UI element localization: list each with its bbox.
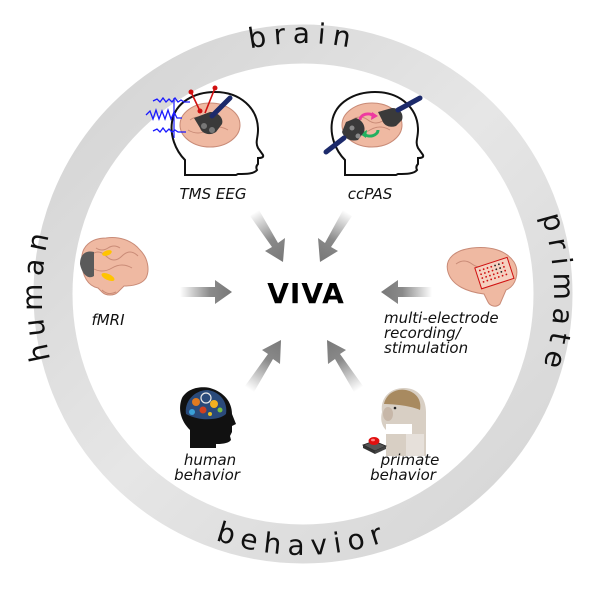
arrow-human-behavior-to-viva	[245, 340, 281, 392]
multi-electrode-label-line2: recording/	[384, 324, 463, 342]
center-title-viva: VIVA	[267, 277, 345, 310]
arrow-multi-electrode-to-viva	[381, 280, 432, 304]
ring-label-brain: brain	[246, 17, 361, 55]
head-tms-eeg-icon	[145, 85, 265, 176]
monkey-button-icon	[361, 388, 426, 456]
human-behavior-label-line1: human	[184, 451, 236, 469]
arrow-tms-eeg-to-viva	[250, 210, 285, 262]
head-dual-coil-icon	[323, 90, 425, 176]
brain-activation-icon	[80, 237, 149, 296]
primate-behavior-label-line1: primate	[380, 451, 440, 469]
human-behavior-label-line2: behavior	[174, 466, 241, 484]
outer-ring	[33, 24, 573, 564]
tms-eeg-label: TMS EEG	[180, 185, 247, 203]
arrow-ccpas-to-viva	[318, 210, 352, 262]
multi-electrode-label-line3: stimulation	[384, 339, 468, 357]
monkey-brain-electrode-array-icon	[446, 247, 518, 307]
arrow-primate-behavior-to-viva	[327, 340, 363, 392]
ccpas-label: ccPAS	[348, 185, 393, 203]
arrow-fmri-to-viva	[180, 280, 232, 304]
multi-electrode-label-line1: multi-electrode	[384, 309, 499, 327]
head-gears-icon	[180, 387, 236, 448]
ring-label-human: human	[16, 223, 57, 365]
fmri-label: fMRI	[91, 311, 125, 329]
primate-behavior-label-line2: behavior	[370, 466, 437, 484]
